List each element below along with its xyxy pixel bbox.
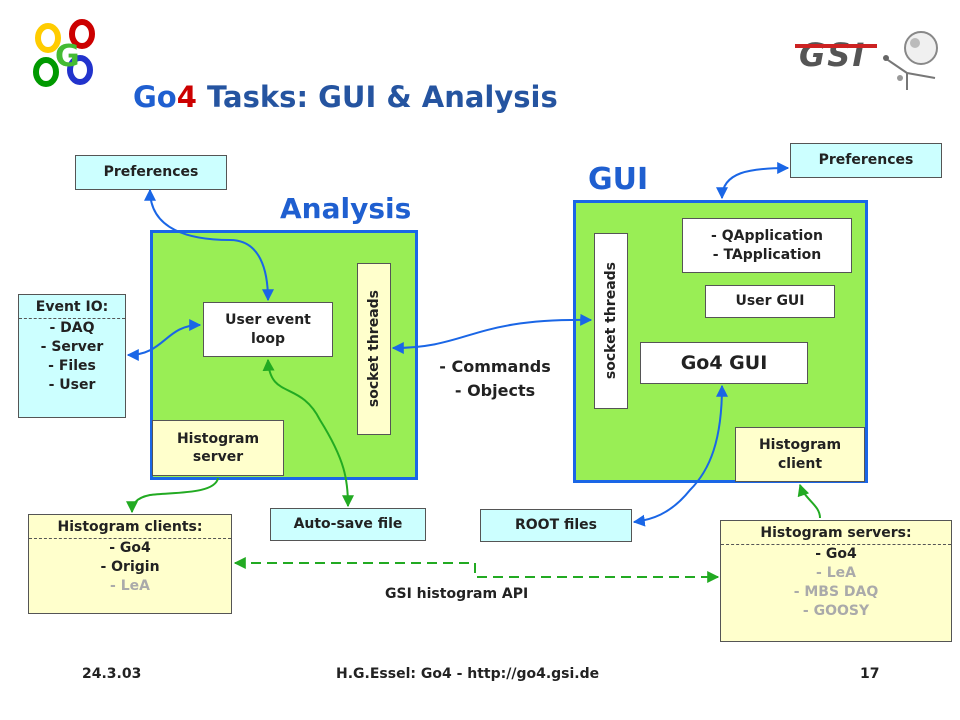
- histogram-servers-item: - Go4: [815, 546, 857, 563]
- event-io-item: - Files: [48, 357, 96, 374]
- analysis-preferences-label: Preferences: [103, 164, 199, 181]
- arrow-histogram-client: [797, 483, 821, 519]
- title-rest: Tasks: GUI & Analysis: [196, 80, 558, 114]
- footer-page-number: 17: [860, 666, 880, 682]
- tapplication-label: - TApplication: [712, 246, 822, 263]
- user-gui-label: User GUI: [735, 293, 805, 310]
- histogram-clients-header: Histogram clients:: [29, 515, 231, 540]
- user-event-loop-line2: loop: [250, 330, 286, 347]
- histogram-client-box: Histogram client: [735, 427, 865, 482]
- footer-date: 24.3.03: [82, 666, 142, 682]
- commands-label: - Commands: [439, 357, 551, 376]
- histogram-clients-item: - Go4: [109, 540, 151, 557]
- user-event-loop-box: User event loop: [203, 302, 333, 357]
- arrow-autosave: [262, 358, 354, 508]
- title-four: 4: [176, 80, 197, 114]
- histogram-clients-box: Histogram clients: - Go4 - Origin - LeA: [28, 514, 232, 614]
- arrow-socket-link: [391, 313, 593, 354]
- arrow-histogram-api: [233, 557, 720, 583]
- gui-preferences-label: Preferences: [818, 152, 914, 169]
- histogram-client-line1: Histogram: [758, 437, 842, 454]
- objects-label: - Objects: [454, 381, 536, 400]
- footer-center: H.G.Essel: Go4 - http://go4.gsi.de: [336, 666, 600, 682]
- arrow-root-files: [632, 384, 728, 527]
- histogram-servers-item: - MBS DAQ: [793, 583, 879, 600]
- user-gui-box: User GUI: [705, 285, 835, 318]
- user-event-loop-line1: User event: [225, 312, 311, 329]
- analysis-label: Analysis: [280, 192, 412, 225]
- gsi-histogram-api-label: GSI histogram API: [385, 586, 529, 602]
- page-title: Go4 Tasks: GUI & Analysis: [133, 80, 558, 114]
- commands-objects-label: - Commands - Objects: [425, 355, 565, 403]
- event-io-header: Event IO:: [19, 295, 125, 320]
- arrow-event-io: [126, 319, 202, 361]
- histogram-clients-item: - LeA: [110, 577, 150, 594]
- gsi-logo: GSI: [795, 18, 945, 93]
- autosave-file-box: Auto-save file: [270, 508, 426, 541]
- go4-gui-box: Go4 GUI: [640, 342, 808, 384]
- event-io-box: Event IO: - DAQ - Server - Files - User: [18, 294, 126, 418]
- event-io-item: - DAQ: [49, 320, 95, 337]
- qapplication-box: - QApplication - TApplication: [682, 218, 852, 273]
- gui-label: GUI: [588, 162, 649, 197]
- histogram-clients-item: - Origin: [100, 559, 160, 576]
- svg-text:GSI: GSI: [799, 36, 866, 74]
- go4-gui-label: Go4 GUI: [680, 351, 768, 374]
- arrow-histogram-server: [126, 477, 219, 514]
- gui-socket-threads-box: socket threads: [594, 233, 628, 409]
- event-io-item: - Server: [40, 339, 104, 356]
- histogram-client-line2: client: [777, 455, 823, 472]
- root-files-box: ROOT files: [480, 509, 632, 542]
- histogram-servers-item: - LeA: [816, 565, 856, 582]
- histogram-servers-header: Histogram servers:: [721, 521, 951, 546]
- title-go: Go: [133, 80, 177, 114]
- autosave-file-label: Auto-save file: [293, 516, 403, 533]
- analysis-preferences-box: Preferences: [75, 155, 227, 190]
- event-io-item: - User: [48, 376, 96, 393]
- arrow-gui-preferences: [716, 162, 790, 200]
- gui-preferences-box: Preferences: [790, 143, 942, 178]
- qapplication-label: - QApplication: [711, 228, 823, 245]
- arrow-analysis-preferences: [144, 188, 274, 302]
- histogram-server-line1: Histogram: [176, 430, 260, 447]
- svg-text:G: G: [55, 39, 80, 74]
- root-files-label: ROOT files: [514, 517, 597, 534]
- histogram-servers-box: Histogram servers: - Go4 - LeA - MBS DAQ…: [720, 520, 952, 642]
- analysis-socket-threads-box: socket threads: [357, 263, 391, 435]
- histogram-servers-item: - GOOSY: [802, 602, 870, 619]
- histogram-server-box: Histogram server: [152, 420, 284, 476]
- histogram-server-line2: server: [192, 449, 244, 465]
- go4-logo: G: [30, 18, 105, 88]
